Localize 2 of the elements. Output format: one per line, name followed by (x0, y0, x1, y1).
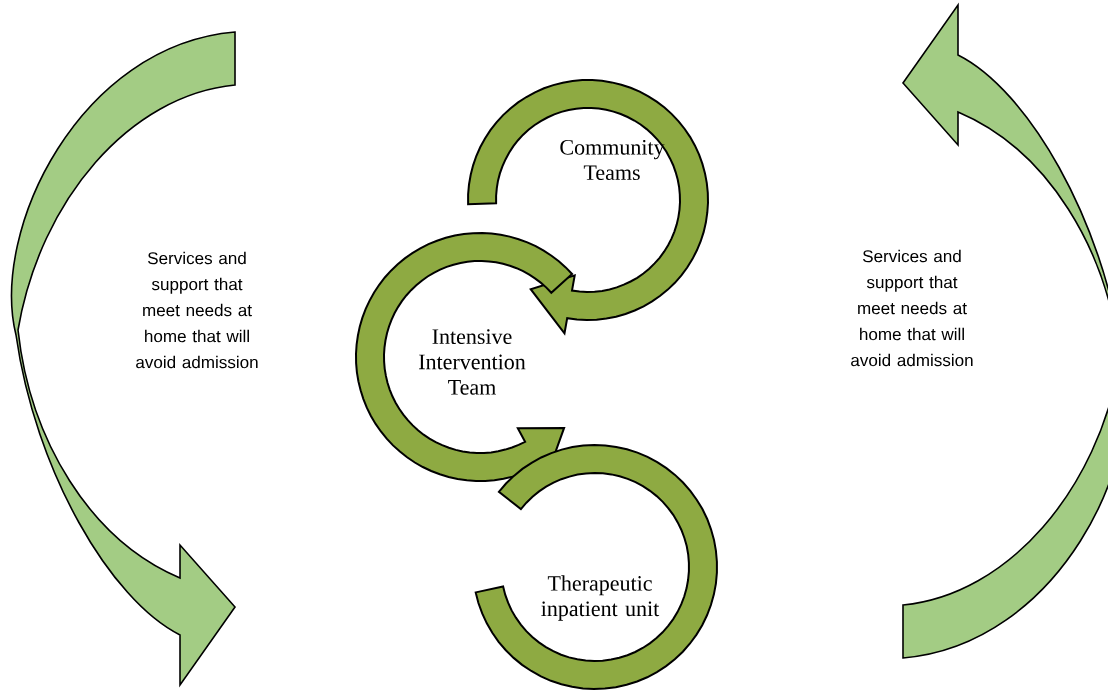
side-text: Services and support that meet needs at home that will avoid admission (136, 251, 258, 369)
side-text: Services and support that meet needs at home that will avoid admission (851, 249, 973, 367)
